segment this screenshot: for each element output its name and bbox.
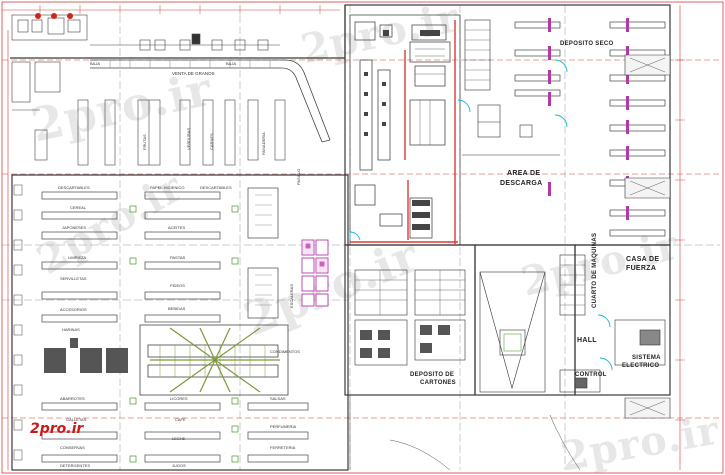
room-label-sistema: SISTEMA [632, 355, 661, 361]
aisle-label: CARNES [209, 133, 214, 150]
shelf-label: DETERGENTES [60, 463, 91, 468]
shelf-label: ACEITES [168, 225, 186, 230]
shelf-label: ABARROTES [60, 396, 85, 401]
shelf-label: GALLETAS [66, 417, 87, 422]
shelf-label: PAPEL HIGIENICO [150, 185, 185, 190]
shelf-label: FERRETERIA [270, 445, 296, 450]
room-label-hall: HALL [577, 337, 597, 344]
shelf-label: CONDIMENTOS [270, 349, 300, 354]
shelf-label: JUGOS [172, 463, 186, 468]
shelf-label: FIDEOS [170, 283, 185, 288]
room-label-venta-granos: VENTA DE GRANOS [172, 71, 215, 76]
room-label-cartones: CARTONES [420, 380, 456, 386]
aisle-label: PANADERIA [261, 132, 266, 155]
room-label-baja: BAJA [90, 61, 101, 66]
aisle-label: VERDURAS [186, 127, 191, 150]
aisle-label: ESCALERAS [289, 283, 294, 308]
shelf-label: CEREAL [70, 205, 87, 210]
brand-logo: 2pro.ir [30, 421, 84, 437]
shelf-label: BEBIDAS [168, 306, 186, 311]
shelf-label: LIMPIEZA [68, 255, 87, 260]
shelf-label: JAPONESES [62, 225, 87, 230]
room-label-casa-fuerza-2: FUERZA [626, 265, 657, 272]
room-label-area-descarga: AREA DE [507, 170, 541, 177]
aisle-label: PASILLO [296, 168, 301, 185]
shelf-label: PERFUMERIA [270, 424, 297, 429]
room-label-control: CONTROL [575, 372, 607, 378]
shelf-label: DESCARTABLES [58, 185, 90, 190]
room-label-deposito-seco: DEPOSITO SECO [560, 41, 614, 47]
room-label-area-descarga-2: DESCARGA [500, 180, 543, 187]
room-label-casa-fuerza: CASA DE [626, 256, 660, 263]
shelf-label: PASTAS [170, 255, 186, 260]
aisle-label: FRUTAS [142, 134, 147, 150]
room-label-baja-2: BAJA [226, 61, 237, 66]
shelf-label: ACCESORIOS [60, 307, 87, 312]
shelf-label: LECHE [172, 436, 186, 441]
shelf-label: SERVILLETAS [60, 276, 87, 281]
room-label-cuarto-maquinas: CUARTO DE MAQUINAS [592, 232, 598, 308]
room-label-deposito-cartones: DEPOSITO DE [410, 372, 455, 378]
room-label-electrico: ELECTRICO [622, 363, 660, 369]
shelf-label: DESCARTABLES [200, 185, 232, 190]
shelf-label: HARINAS [62, 327, 80, 332]
shelf-label: CONSERVAS [60, 445, 85, 450]
shelf-label: SALSAS [270, 396, 286, 401]
shelf-label: CAFE [175, 417, 186, 422]
shelf-label: LICORES [170, 396, 188, 401]
